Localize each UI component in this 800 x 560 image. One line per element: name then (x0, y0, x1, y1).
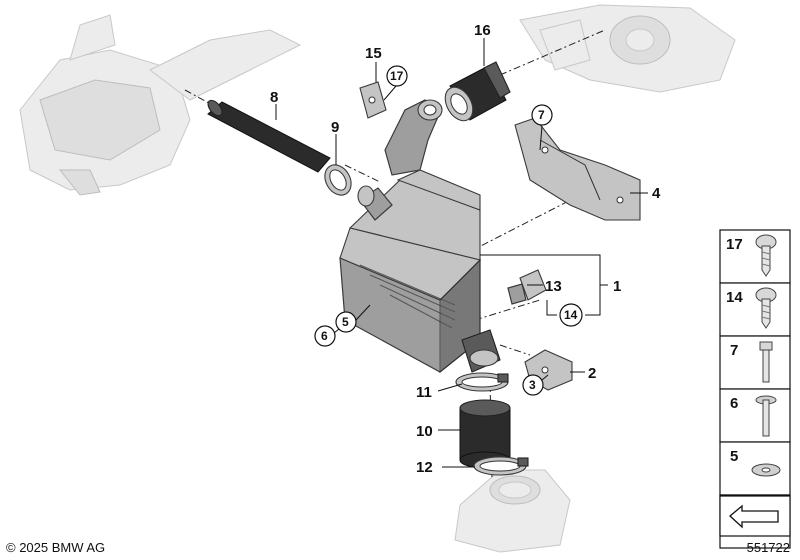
part-9-hose-clamp[interactable] (320, 160, 357, 200)
callout-1: 1 (613, 278, 621, 295)
callouts: 8 9 15 17 16 7 4 1 13 14 5 6 2 3 11 10 1… (270, 22, 661, 476)
callout-7-circle (531, 104, 553, 126)
diagram-id: 551722 (746, 540, 790, 555)
part-15-bracket[interactable] (359, 81, 387, 119)
callout-9: 9 (331, 119, 339, 136)
part-8-hose[interactable] (205, 98, 331, 173)
callout-14: 14 (564, 308, 578, 322)
legend-label-17: 17 (726, 236, 743, 253)
ghost-air-intake-housing (19, 14, 302, 196)
part-13-sensor[interactable] (507, 269, 547, 305)
intercooler-elbow[interactable] (384, 99, 443, 176)
callout-5-circle (335, 311, 357, 333)
callout-4: 4 (652, 185, 661, 202)
callout-11: 11 (416, 384, 432, 401)
callout-17-circle (386, 65, 408, 87)
ghost-throttle-body (454, 469, 571, 553)
callout-6: 6 (321, 329, 328, 343)
part-11-hose-clamp[interactable] (455, 372, 509, 392)
callout-15: 15 (365, 45, 382, 62)
callout-8: 8 (270, 89, 278, 106)
legend-cell-6[interactable] (719, 388, 791, 443)
leader-lines (275, 38, 648, 468)
callout-7: 7 (538, 108, 545, 122)
legend-label-6: 6 (730, 395, 738, 412)
part-4-bracket[interactable] (514, 117, 641, 221)
callout-10: 10 (416, 423, 433, 440)
legend-cell-14[interactable] (719, 282, 791, 337)
callout-2: 2 (588, 365, 596, 382)
legend-cell-17[interactable] (719, 229, 791, 284)
ghost-turbocharger (519, 4, 736, 93)
part-12-hose-clamp[interactable] (473, 456, 529, 476)
part-16-rubber-sleeve[interactable] (440, 61, 511, 126)
bolt-icon (759, 341, 773, 383)
legend-label-7: 7 (730, 342, 738, 359)
callout-14-circle (559, 303, 583, 327)
screw-torx-icon (755, 234, 777, 277)
legend-label-5: 5 (730, 448, 738, 465)
legend-column: 17 14 7 6 5 3 (719, 229, 791, 549)
callout-13: 13 (545, 278, 562, 295)
bolt-washer-icon (755, 395, 777, 437)
callout-5: 5 (342, 315, 349, 329)
callout-16: 16 (474, 22, 491, 39)
legend-label-14: 14 (726, 289, 743, 306)
screw-torx-icon (755, 287, 777, 329)
part-1-intercooler[interactable] (339, 169, 501, 374)
washer-icon (751, 463, 781, 477)
legend-cell-7[interactable] (719, 335, 791, 390)
callout-6-circle (314, 325, 336, 347)
callout-12: 12 (416, 459, 433, 476)
copyright-text: © 2025 BMW AG (6, 540, 106, 555)
callout-17: 17 (390, 69, 404, 83)
direction-arrow-icon (719, 495, 791, 537)
callout-3: 3 (529, 378, 536, 392)
callout-3-circle (522, 374, 544, 396)
